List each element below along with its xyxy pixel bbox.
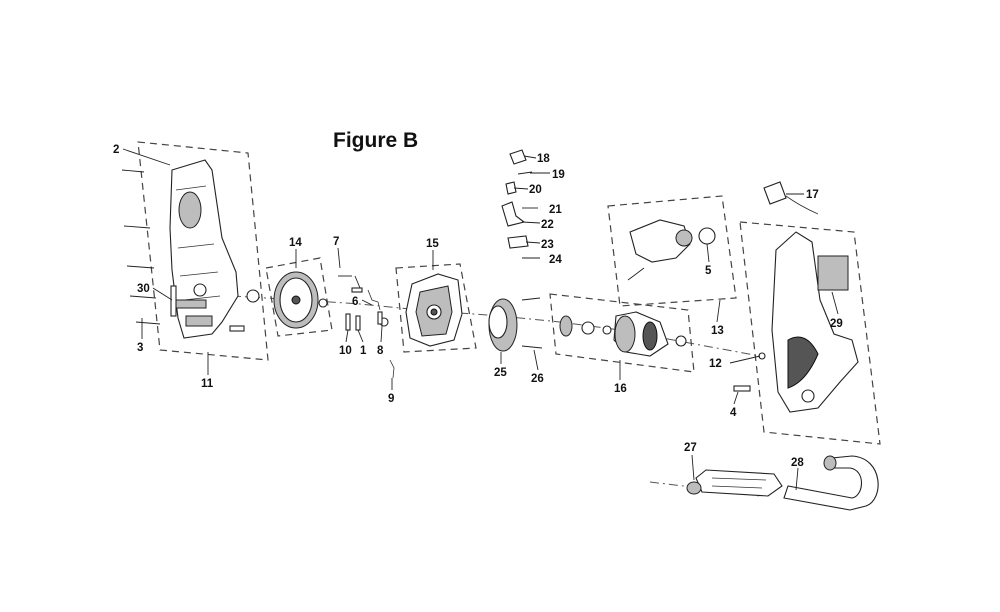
leader-lines bbox=[122, 148, 839, 491]
screws-3 bbox=[121, 169, 161, 325]
washer bbox=[246, 289, 260, 303]
callout-14: 14 bbox=[289, 237, 302, 249]
gear-14 bbox=[273, 271, 319, 329]
callout-1: 1 bbox=[360, 345, 367, 357]
callout-4: 4 bbox=[730, 407, 737, 419]
callout-10: 10 bbox=[339, 345, 352, 357]
callout-5: 5 bbox=[705, 265, 712, 277]
callout-numbers: 2 3 30 11 14 7 6 10 1 8 9 15 25 26 16 18… bbox=[113, 144, 843, 469]
bearing-25 bbox=[488, 298, 518, 352]
label-29 bbox=[817, 255, 849, 291]
motor-16 bbox=[559, 311, 687, 357]
callout-15: 15 bbox=[426, 238, 439, 250]
callout-9: 9 bbox=[388, 393, 394, 405]
callout-2: 2 bbox=[113, 144, 119, 156]
callout-18: 18 bbox=[537, 153, 550, 165]
callout-23: 23 bbox=[541, 239, 554, 251]
callout-29: 29 bbox=[830, 318, 843, 330]
knob-5 bbox=[698, 227, 716, 245]
figure-title: Figure B bbox=[333, 129, 418, 152]
pin-30 bbox=[170, 285, 177, 317]
callout-11: 11 bbox=[201, 378, 214, 390]
callout-7: 7 bbox=[333, 236, 339, 248]
switch-module-17 bbox=[763, 181, 819, 215]
callout-16: 16 bbox=[614, 383, 627, 395]
callout-22: 21 bbox=[549, 204, 562, 216]
callout-20: 20 bbox=[529, 184, 542, 196]
callout-24: 24 bbox=[549, 254, 562, 266]
pins-26 bbox=[521, 297, 543, 349]
callout-27: 27 bbox=[684, 442, 697, 454]
right-housing bbox=[771, 231, 859, 413]
callout-6: 6 bbox=[352, 296, 358, 308]
callout-28: 28 bbox=[791, 457, 804, 469]
callout-17: 17 bbox=[806, 189, 819, 201]
callout-12: 12 bbox=[709, 358, 722, 370]
screws-4-12 bbox=[733, 352, 766, 392]
screw bbox=[229, 325, 245, 332]
left-housing bbox=[169, 159, 239, 339]
group-15-boundary bbox=[395, 263, 477, 353]
callout-8: 8 bbox=[377, 345, 384, 357]
callout-13: 13 bbox=[711, 325, 724, 337]
washer-small bbox=[318, 298, 328, 308]
callout-26: 26 bbox=[531, 373, 544, 385]
callout-25: 25 bbox=[494, 367, 507, 379]
callout-30: 30 bbox=[137, 283, 150, 295]
group-11-boundary bbox=[137, 141, 269, 361]
small-parts-1-10 bbox=[338, 275, 395, 379]
switch-parts-18-24 bbox=[501, 149, 540, 259]
handle-27-28 bbox=[686, 455, 879, 511]
nose-cover-13 bbox=[627, 219, 716, 281]
callout-3: 3 bbox=[137, 342, 143, 354]
group-29-boundary bbox=[739, 221, 881, 445]
group-13-boundary bbox=[607, 195, 737, 307]
group-14-boundary bbox=[265, 257, 333, 337]
gear-housing-15 bbox=[405, 273, 463, 347]
group-16-boundary bbox=[549, 293, 695, 373]
callout-19: 19 bbox=[552, 169, 565, 181]
callout-21: 22 bbox=[541, 219, 554, 231]
